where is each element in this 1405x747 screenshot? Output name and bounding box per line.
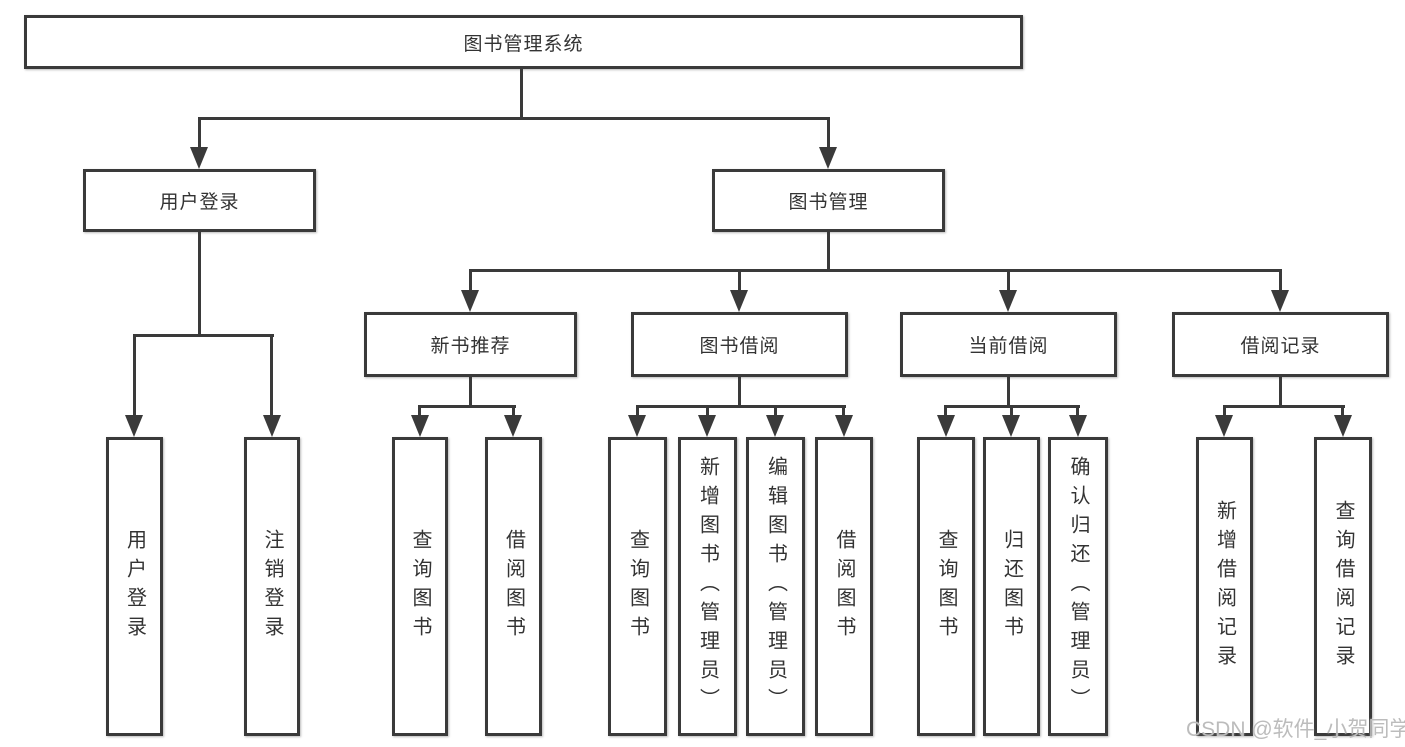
- connector-line: [827, 232, 830, 272]
- arrow-down-icon: [819, 147, 837, 169]
- node-book-borrowing: 图书借阅: [631, 312, 848, 377]
- connector-line: [1223, 405, 1226, 417]
- arrow-down-icon: [937, 415, 955, 437]
- connector-line: [270, 334, 273, 415]
- leaf-query-books-current-label: 查询图书: [935, 528, 957, 645]
- leaf-confirm-return-admin: 确认归还（管理员）: [1048, 437, 1108, 736]
- connector-line: [520, 68, 523, 118]
- leaf-add-borrow-record-label: 新增借阅记录: [1213, 499, 1236, 674]
- node-book-management-label: 图书管理: [788, 192, 869, 213]
- connector-line: [774, 405, 777, 417]
- leaf-return-book: 归还图书: [983, 437, 1040, 736]
- leaf-logout-label: 注销登录: [261, 528, 283, 645]
- leaf-query-borrow-record: 查询借阅记录: [1314, 437, 1372, 736]
- arrow-down-icon: [461, 290, 479, 312]
- leaf-user-login: 用户登录: [106, 437, 163, 736]
- leaf-logout: 注销登录: [244, 437, 300, 736]
- connector-line: [418, 405, 516, 408]
- leaf-query-books-recommend: 查询图书: [392, 437, 448, 736]
- arrow-down-icon: [1002, 415, 1020, 437]
- arrow-down-icon: [263, 415, 281, 437]
- connector-line: [469, 269, 472, 292]
- node-root: 图书管理系统: [24, 15, 1023, 69]
- arrow-down-icon: [766, 415, 784, 437]
- arrow-down-icon: [504, 415, 522, 437]
- arrow-down-icon: [411, 415, 429, 437]
- connector-line: [198, 117, 830, 120]
- leaf-borrow-books: 借阅图书: [815, 437, 873, 736]
- connector-line: [198, 117, 201, 148]
- leaf-confirm-return-admin-label: 确认归还（管理员）: [1067, 456, 1089, 717]
- connector-line: [944, 405, 947, 417]
- connector-line: [738, 269, 741, 292]
- leaf-query-books-recommend-label: 查询图书: [409, 528, 431, 645]
- connector-line: [469, 269, 1282, 272]
- node-user-login: 用户登录: [83, 169, 316, 232]
- connector-line: [418, 405, 421, 417]
- connector-line: [133, 334, 136, 415]
- connector-line: [636, 405, 639, 417]
- connector-line: [1223, 405, 1345, 408]
- connector-line: [706, 405, 709, 417]
- node-root-label: 图书管理系统: [463, 33, 584, 55]
- connector-line: [1341, 405, 1344, 417]
- arrow-down-icon: [628, 415, 646, 437]
- connector-line: [842, 405, 845, 417]
- arrow-down-icon: [999, 290, 1017, 312]
- node-new-book-recommend-label: 新书推荐: [430, 336, 511, 357]
- node-user-login-label: 用户登录: [159, 192, 240, 213]
- leaf-borrow-books-recommend-label: 借阅图书: [502, 528, 525, 645]
- leaf-add-borrow-record: 新增借阅记录: [1196, 437, 1253, 736]
- leaf-user-login-label: 用户登录: [123, 528, 146, 645]
- connector-line: [827, 117, 830, 148]
- connector-line: [1076, 405, 1079, 417]
- leaf-return-book-label: 归还图书: [1000, 528, 1023, 645]
- connector-line: [198, 232, 201, 335]
- leaf-query-books-borrowing: 查询图书: [608, 437, 667, 736]
- arrow-down-icon: [1271, 290, 1289, 312]
- connector-line: [469, 377, 472, 408]
- connector-line: [1007, 377, 1010, 408]
- node-current-borrowing-label: 当前借阅: [968, 336, 1049, 357]
- leaf-add-book-admin-label: 新增图书（管理员）: [696, 456, 719, 717]
- leaf-edit-book-admin: 编辑图书（管理员）: [746, 437, 805, 736]
- node-new-book-recommend: 新书推荐: [364, 312, 577, 377]
- connector-line: [1007, 269, 1010, 292]
- node-book-management: 图书管理: [712, 169, 945, 232]
- leaf-query-borrow-record-label: 查询借阅记录: [1332, 499, 1354, 674]
- arrow-down-icon: [1069, 415, 1087, 437]
- leaf-query-books-current: 查询图书: [917, 437, 975, 736]
- connector-line: [1010, 405, 1013, 417]
- connector-line: [738, 377, 741, 408]
- connector-line: [636, 405, 846, 408]
- csdn-watermark: CSDN @软件_小贺同学: [1186, 718, 1405, 741]
- connector-line: [512, 405, 515, 417]
- node-current-borrowing: 当前借阅: [900, 312, 1117, 377]
- node-borrowing-records: 借阅记录: [1172, 312, 1389, 377]
- connector-line: [1279, 377, 1282, 408]
- connector-line: [133, 334, 274, 337]
- arrow-down-icon: [190, 147, 208, 169]
- leaf-borrow-books-label: 借阅图书: [833, 528, 855, 645]
- arrow-down-icon: [125, 415, 143, 437]
- arrow-down-icon: [1334, 415, 1352, 437]
- node-borrowing-records-label: 借阅记录: [1240, 336, 1321, 357]
- arrow-down-icon: [835, 415, 853, 437]
- leaf-edit-book-admin-label: 编辑图书（管理员）: [764, 456, 787, 717]
- arrow-down-icon: [730, 290, 748, 312]
- leaf-query-books-borrowing-label: 查询图书: [626, 528, 649, 645]
- leaf-add-book-admin: 新增图书（管理员）: [678, 437, 737, 736]
- connector-line: [1279, 269, 1282, 292]
- leaf-borrow-books-recommend: 借阅图书: [485, 437, 542, 736]
- node-book-borrowing-label: 图书借阅: [699, 336, 780, 357]
- arrow-down-icon: [698, 415, 716, 437]
- arrow-down-icon: [1215, 415, 1233, 437]
